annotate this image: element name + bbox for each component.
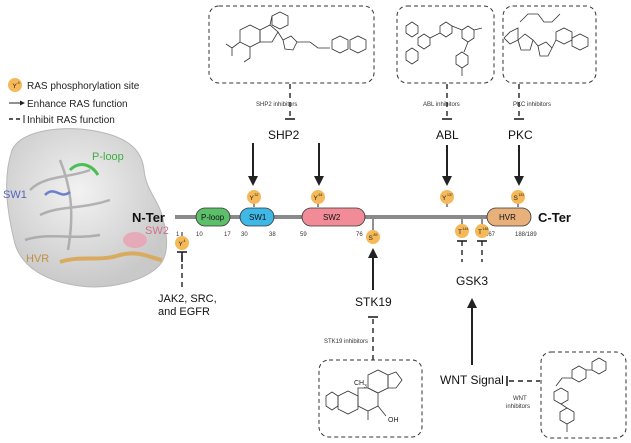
stk19-inhibitors-label: STK19 inhibitors — [324, 339, 368, 345]
wnt-inhibitors-label-1: WNT — [513, 396, 527, 402]
site-t148: T 148 — [475, 219, 489, 238]
c-ter-label: C-Ter — [538, 210, 571, 225]
protein-map: N-Ter C-Ter P-loop SW1 SW2 HVR 1 10 17 3… — [132, 207, 571, 238]
sw2-region — [123, 232, 147, 248]
pos-167: 167 — [485, 232, 496, 238]
domain-hvr — [486, 207, 532, 227]
wnt-inhibitor-box — [540, 351, 627, 439]
pkc-inhibitor-structure — [503, 13, 589, 57]
domain-hvr-label: HVR — [499, 213, 516, 222]
legend-enhance-label: Enhance RAS function — [27, 99, 128, 110]
domain-p-loop-label: P-loop — [201, 213, 225, 222]
n-ter-label: N-Ter — [132, 210, 165, 225]
shp2-inhibitor-box — [208, 5, 375, 84]
svg-text:Y: Y — [314, 195, 319, 202]
pkc-inhibitor-box — [502, 5, 597, 84]
svg-text:89: 89 — [374, 233, 378, 237]
structure-p-loop-label: P-loop — [92, 151, 124, 163]
svg-text:S: S — [369, 235, 374, 242]
stk19-oh-label: OH — [388, 417, 399, 424]
svg-text:T: T — [458, 229, 462, 236]
svg-text:Y: Y — [179, 241, 184, 248]
kinase-jak-line1: JAK2, SRC, — [158, 293, 217, 305]
stk19-ch3-label: CH — [354, 380, 364, 387]
svg-text:148: 148 — [483, 227, 489, 231]
kinase-abl: ABL — [436, 128, 459, 142]
abl-inhibitors-label: ABL inhibitors — [423, 102, 460, 108]
domain-sw1 — [239, 207, 275, 227]
abl-inhibitor-box — [396, 5, 495, 84]
svg-text:Y: Y — [250, 195, 255, 202]
legend: Y 4 RAS phosphorylation site Enhance RAS… — [8, 78, 140, 126]
svg-text:T: T — [478, 229, 482, 236]
kinase-wnt-signal: WNT Signal — [440, 373, 504, 387]
stk19-inhibitor-structure — [325, 369, 403, 420]
kinase-jak-line2: and EGFR — [158, 306, 210, 318]
svg-text:S: S — [514, 195, 519, 202]
kinase-pkc: PKC — [508, 128, 533, 142]
legend-site-label: RAS phosphorylation site — [27, 81, 140, 92]
site-s181: S 181 — [511, 190, 525, 207]
site-y32: Y 32 — [247, 190, 261, 207]
pos-17: 17 — [224, 232, 231, 238]
pos-188-189: 188/189 — [515, 232, 537, 238]
structure-hvr-label: HVR — [26, 253, 49, 265]
domain-sw2 — [301, 207, 366, 227]
svg-text:Y: Y — [442, 195, 447, 202]
site-y64: Y 64 — [311, 190, 325, 207]
site-y137: Y 137 — [440, 190, 454, 207]
legend-badge-letter: Y — [13, 83, 18, 90]
hvr-ribbon — [59, 251, 163, 264]
pos-76: 76 — [356, 232, 363, 238]
legend-inhibit-label: Inhibit RAS function — [27, 115, 115, 126]
svg-text:144: 144 — [463, 227, 469, 231]
kinase-gsk3: GSK3 — [456, 274, 488, 288]
pos-10: 10 — [196, 232, 203, 238]
protein-surface — [6, 128, 168, 288]
structure-sw1-label: SW1 — [3, 189, 27, 201]
shp2-inhibitors-label: SHP2 inhibitors — [256, 102, 297, 108]
svg-text:64: 64 — [319, 193, 323, 197]
shp2-inhibitor-structure — [225, 11, 367, 63]
pos-30: 30 — [241, 232, 248, 238]
structure-sw2-label: SW2 — [145, 225, 169, 237]
svg-text:32: 32 — [255, 193, 259, 197]
domain-p-loop — [195, 207, 231, 227]
stk19-inhibitor-box: CH 3 OH — [318, 359, 423, 438]
site-s89: S 89 — [366, 219, 380, 244]
pos-1: 1 — [176, 232, 180, 238]
legend-site-badge — [8, 78, 22, 92]
ras-3d-structure: P-loop SW1 SW2 HVR — [3, 128, 169, 288]
svg-text:181: 181 — [519, 193, 525, 197]
domain-sw1-label: SW1 — [249, 213, 267, 222]
svg-text:137: 137 — [447, 193, 453, 197]
site-y4: Y 4 — [175, 232, 189, 250]
kinase-shp2: SHP2 — [268, 128, 300, 142]
pos-38: 38 — [269, 232, 276, 238]
kinase-stk19: STK19 — [355, 295, 392, 309]
legend-badge-sup: 4 — [18, 80, 21, 85]
p-loop-ribbon — [68, 163, 100, 176]
abl-inhibitor-structure — [405, 21, 483, 76]
sw1-ribbon — [44, 190, 71, 196]
wnt-inhibitor-structure — [553, 357, 607, 432]
svg-text:4: 4 — [184, 239, 186, 243]
pos-59: 59 — [300, 232, 307, 238]
stk19-ch3-sub: 3 — [364, 384, 367, 390]
domain-sw2-label: SW2 — [323, 213, 341, 222]
site-t144: T 144 — [455, 219, 469, 238]
wnt-inhibitors-label-2: inhibitors — [506, 404, 530, 410]
pkc-inhibitors-label: PKC inhibitors — [513, 102, 551, 108]
